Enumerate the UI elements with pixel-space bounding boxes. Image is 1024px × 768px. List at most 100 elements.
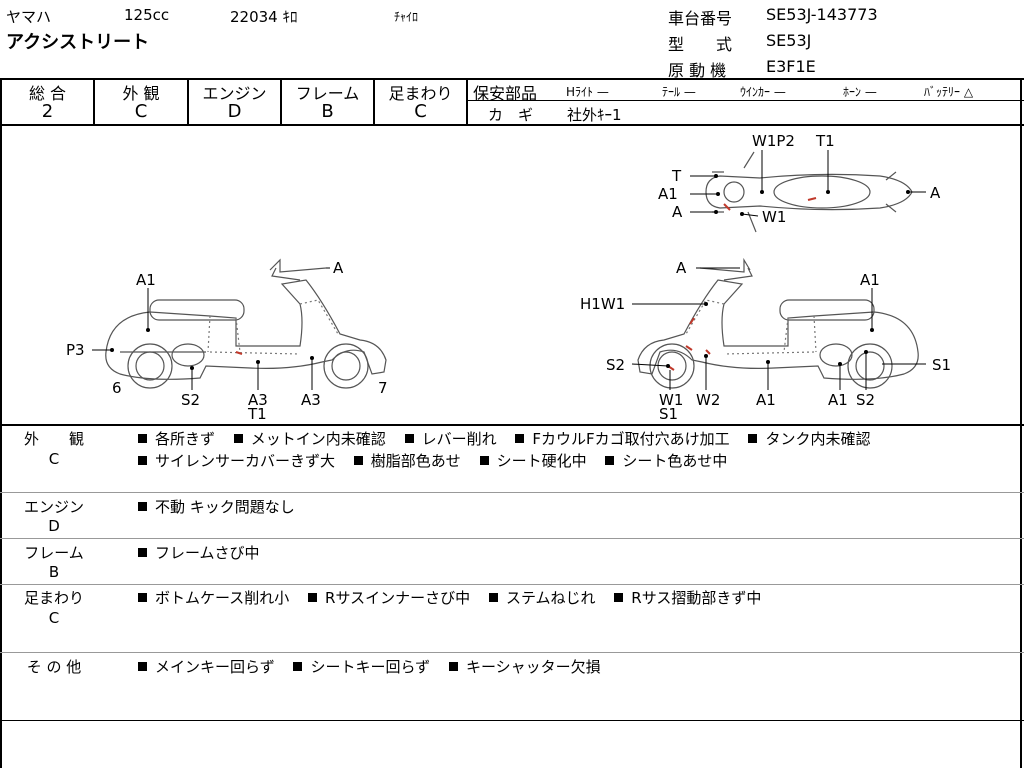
divider xyxy=(187,78,189,124)
diagram-label: A xyxy=(672,203,683,221)
type-value: SE53J xyxy=(766,31,812,50)
scooter-top-view xyxy=(705,151,913,233)
type-label: 型 式 xyxy=(668,35,733,54)
mileage: 22034 ｷﾛ xyxy=(230,8,298,26)
exterior-grade: C xyxy=(134,101,148,122)
note-line: ボトムケース削れ小 Rサスインナーさび中 ステムねじれ Rサス摺動部きず中 xyxy=(138,587,775,608)
note-item: Rサス摺動部きず中 xyxy=(631,589,762,607)
note-item: シートキー回らず xyxy=(310,658,431,676)
color: ﾁｬｲﾛ xyxy=(394,10,419,24)
diagram-label: W1 xyxy=(659,391,683,409)
scooter-right-side-view xyxy=(637,257,919,389)
note-item: フレームさび中 xyxy=(155,544,260,562)
divider xyxy=(1020,78,1022,768)
safety-headlight: Hﾗｲﾄ — xyxy=(566,85,609,99)
maker: ヤマハ xyxy=(6,8,52,26)
suspension-grade: C xyxy=(414,101,427,122)
engine-grade-label: エンジン xyxy=(202,84,267,103)
note-item: レバー削れ xyxy=(421,430,497,448)
divider xyxy=(0,584,1024,585)
diagram-label: A3 xyxy=(301,391,321,409)
divider xyxy=(0,538,1024,539)
divider xyxy=(280,78,282,124)
safety-battery: ﾊﾞｯﾃﾘｰ △ xyxy=(924,85,974,99)
divider xyxy=(0,652,1024,653)
note-category-exterior: 外 観 xyxy=(23,430,84,448)
model-name: アクシストリート xyxy=(6,32,150,53)
diagram-label: A1 xyxy=(828,391,848,409)
note-item: キーシャッター欠損 xyxy=(465,658,601,676)
note-grade-engine: D xyxy=(48,517,60,535)
diagram-label: A xyxy=(676,259,687,277)
note-item: タンク内未確認 xyxy=(765,430,871,448)
safety-tail: ﾃｰﾙ — xyxy=(662,85,696,99)
suspension-grade-label: 足まわり xyxy=(388,84,453,103)
overall-grade: 2 xyxy=(41,101,54,122)
engine-value: E3F1E xyxy=(766,57,816,76)
diagram-label: A xyxy=(930,184,941,202)
note-item: 樹脂部色あせ xyxy=(370,452,461,470)
diagram-label: S1 xyxy=(659,405,678,422)
diagram-label: A xyxy=(333,259,344,277)
diagram-label: P3 xyxy=(66,341,85,359)
note-item: ボトムケース削れ小 xyxy=(155,589,290,607)
safety-horn: ﾎｰﾝ — xyxy=(843,85,877,99)
note-grade-frame: B xyxy=(48,563,60,581)
note-item: ステムねじれ xyxy=(505,589,596,607)
diagram-label: 7 xyxy=(378,379,388,397)
divider xyxy=(373,78,375,124)
diagram-label: S2 xyxy=(856,391,875,409)
divider xyxy=(93,78,95,124)
diagram-label: A1 xyxy=(658,185,678,203)
note-line: 各所きず メットイン内未確認 レバー削れ FカウルFカゴ取付穴あけ加工 タンク内… xyxy=(138,428,884,449)
diagram-label: A3 xyxy=(248,391,268,409)
note-item: サイレンサーカバーきず大 xyxy=(155,452,336,470)
diagram-label: A1 xyxy=(756,391,776,409)
safety-winker: ｳｲﾝｶｰ — xyxy=(740,85,786,99)
note-item: メットイン内未確認 xyxy=(250,430,386,448)
displacement: 125cc xyxy=(124,6,170,24)
note-grade-suspension: C xyxy=(48,609,60,627)
diagram-label: S2 xyxy=(181,391,200,409)
note-category-suspension: 足まわり xyxy=(23,589,84,607)
damage-diagram: A A1 P3 6 S2 A3 T1 A3 7 A A1 H1W1 S2 W1 … xyxy=(66,132,951,422)
frame-grade: B xyxy=(321,101,334,122)
note-item: メインキー回らず xyxy=(155,658,275,676)
note-line: メインキー回らず シートキー回らず キーシャッター欠損 xyxy=(138,656,615,677)
divider xyxy=(0,78,1024,80)
divider xyxy=(0,720,1024,721)
note-item: シート色あせ中 xyxy=(622,452,728,470)
note-item: FカウルFカゴ取付穴あけ加工 xyxy=(532,430,730,448)
diagram-label: W1P2 xyxy=(752,132,795,150)
note-item: 不動 キック問題なし xyxy=(155,498,295,516)
key-label: カ ギ xyxy=(488,106,534,124)
note-item: Rサスインナーさび中 xyxy=(325,589,471,607)
divider xyxy=(466,100,1024,101)
diagram-label: T1 xyxy=(247,405,267,422)
overall-label: 総 合 xyxy=(28,84,67,103)
exterior-label: 外 観 xyxy=(122,84,160,103)
diagram-label: 6 xyxy=(112,379,122,397)
note-category-frame: フレーム xyxy=(24,544,84,562)
engine-grade: D xyxy=(227,101,242,122)
divider xyxy=(0,124,1024,126)
divider xyxy=(0,78,2,768)
frame-no-label: 車台番号 xyxy=(668,9,733,28)
divider xyxy=(0,492,1024,493)
frame-no: SE53J-143773 xyxy=(766,5,878,24)
divider xyxy=(0,424,1024,426)
diagram-label: S1 xyxy=(932,356,951,374)
note-category-engine: エンジン xyxy=(23,498,84,516)
diagram-label: A1 xyxy=(860,271,880,289)
frame-grade-label: フレーム xyxy=(295,84,360,103)
key-value: 社外ｷｰ1 xyxy=(567,106,622,124)
diagram-label: W2 xyxy=(696,391,720,409)
note-line: サイレンサーカバーきず大 樹脂部色あせ シート硬化中 シート色あせ中 xyxy=(138,450,741,471)
divider xyxy=(466,78,468,124)
note-item: 各所きず xyxy=(155,430,216,448)
diagram-label: W1 xyxy=(762,208,786,226)
note-item: シート硬化中 xyxy=(496,452,587,470)
diagram-label: A1 xyxy=(136,271,156,289)
diagram-label: S2 xyxy=(606,356,625,374)
note-category-other: そ の 他 xyxy=(26,658,82,676)
